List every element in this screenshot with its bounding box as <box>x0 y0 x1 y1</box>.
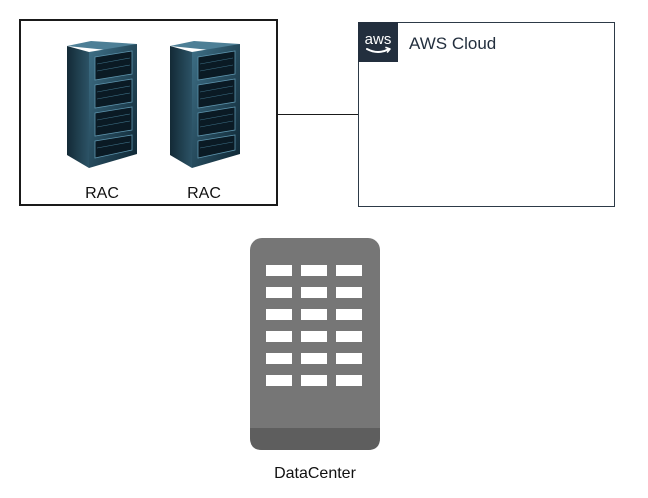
aws-cloud-label: AWS Cloud <box>409 34 497 53</box>
rack-label: RAC <box>85 185 119 202</box>
rack-label: RAC <box>187 185 221 202</box>
office-building-icon <box>250 238 380 450</box>
connection-line <box>278 114 358 115</box>
aws-cloud-group-box <box>358 22 615 207</box>
datacenter-label: DataCenter <box>274 465 356 482</box>
aws-logo-text: aws <box>365 31 392 48</box>
server-rack-icon <box>59 40 139 170</box>
server-rack-icon <box>162 40 242 170</box>
aws-logo-icon: aws <box>358 22 398 62</box>
